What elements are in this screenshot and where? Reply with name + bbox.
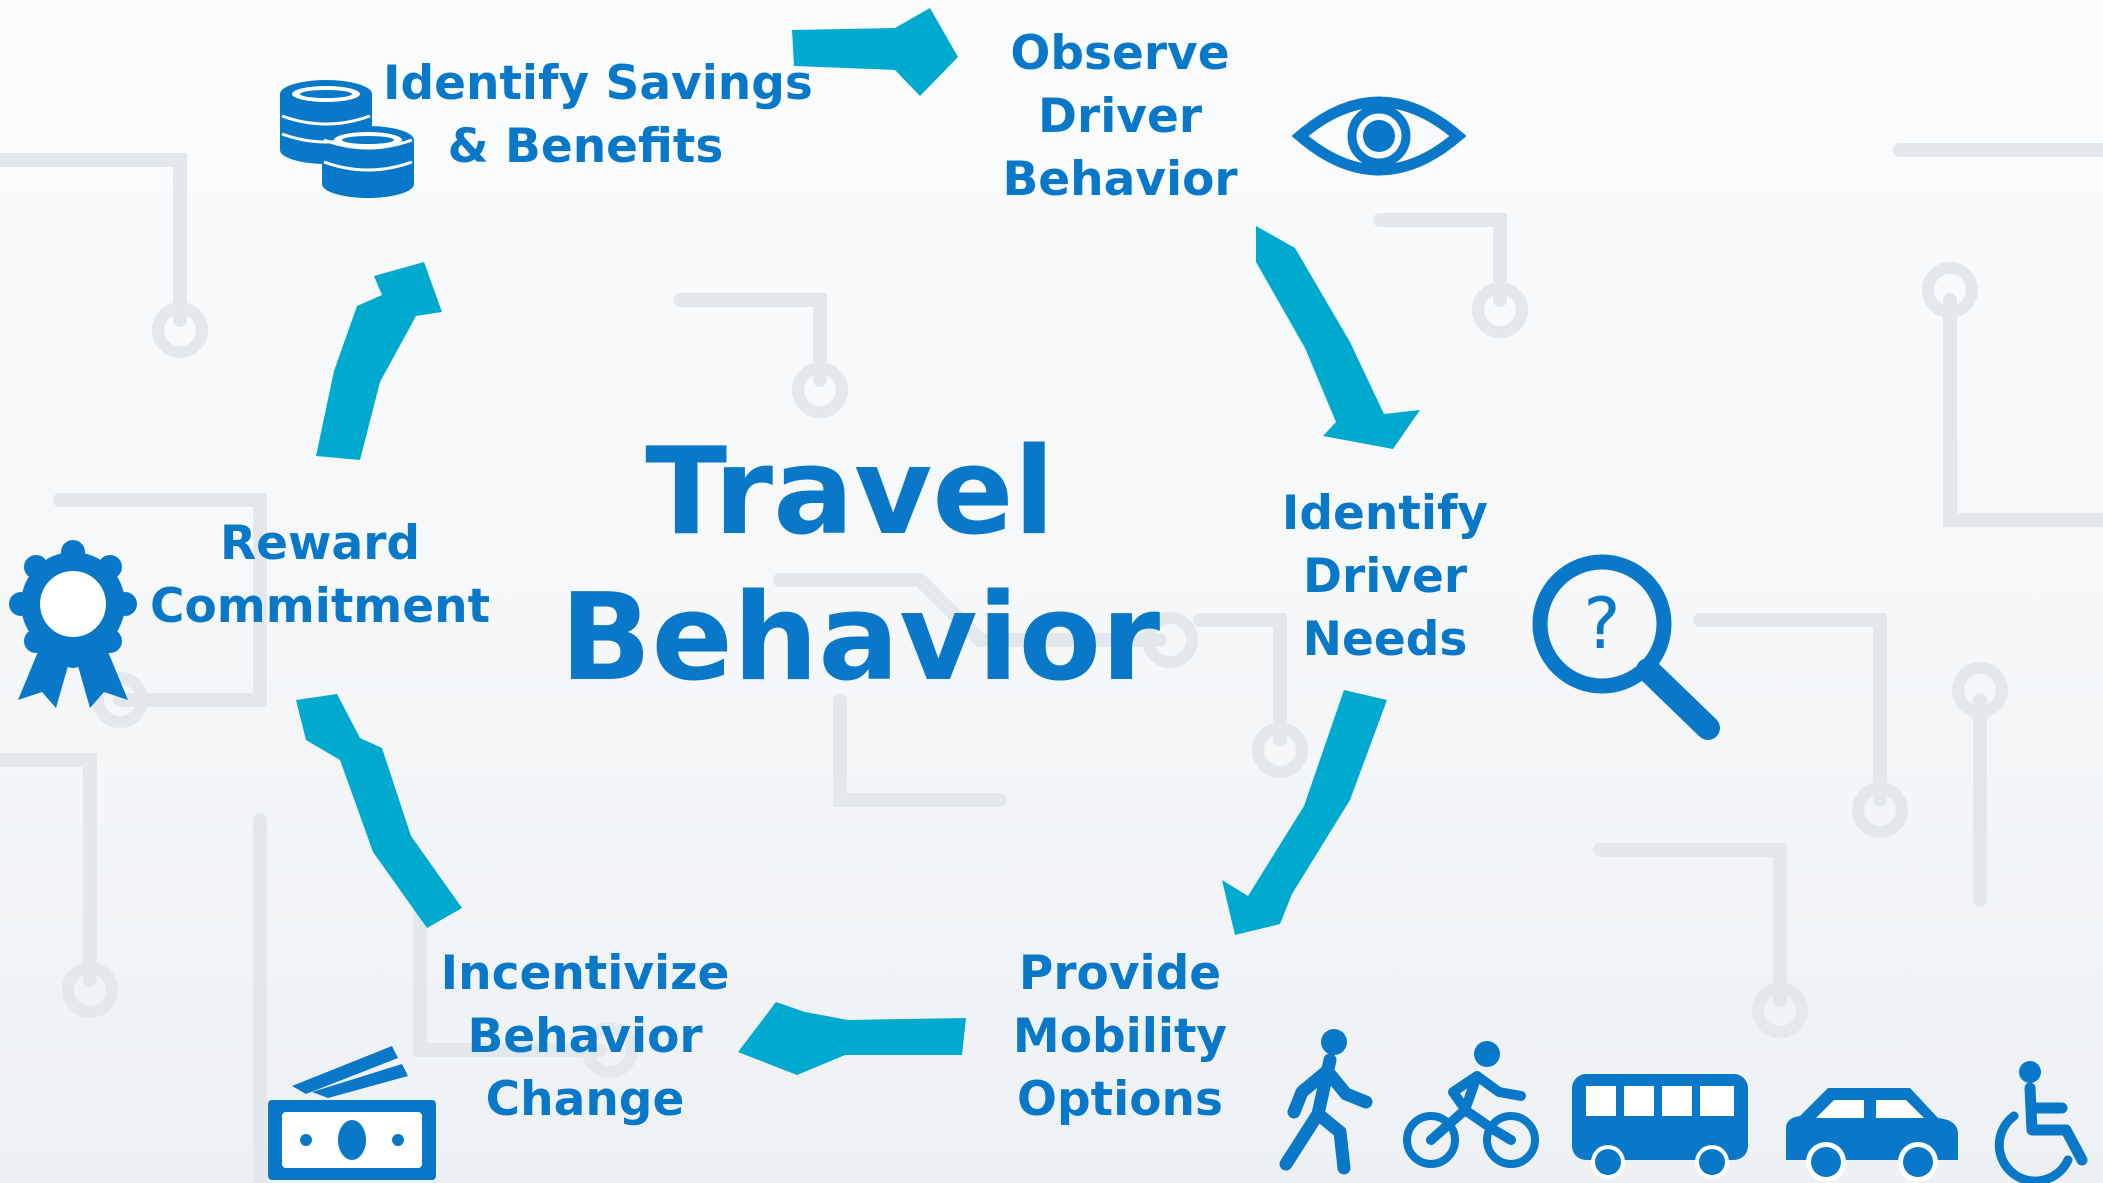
eye-icon — [1291, 96, 1467, 176]
step-observe-line-2: Driver — [1038, 89, 1202, 144]
step-reward-line-1: Reward — [219, 516, 421, 571]
step-reward-commitment: Reward Commitment — [150, 512, 490, 638]
arrow-incentive-to-reward — [296, 694, 462, 928]
step-observe-line-1: Observe — [1010, 26, 1230, 81]
step-savings-line-2: & Benefits — [447, 119, 724, 174]
center-title: Travel Behavior — [560, 420, 1161, 712]
step-mobility-line-1: Provide — [1018, 946, 1222, 1001]
bicycle-icon — [1403, 1041, 1539, 1168]
walk-icon — [1279, 1029, 1373, 1175]
step-mobility-line-2: Mobility — [1012, 1009, 1228, 1064]
step-identify-driver-needs: Identify Driver Needs — [1275, 482, 1495, 671]
step-incentive-line-3: Change — [485, 1072, 685, 1127]
money-icon — [268, 1046, 436, 1180]
arrow-needs-to-mobility — [1222, 690, 1387, 935]
step-needs-line-1: Identify — [1281, 486, 1489, 541]
step-savings-line-1: Identify Savings — [383, 56, 813, 111]
step-identify-savings: Identify Savings & Benefits — [383, 52, 813, 178]
car-icon — [1786, 1088, 1958, 1182]
step-observe-line-3: Behavior — [1002, 152, 1238, 207]
title-line-1: Travel — [645, 423, 1055, 562]
step-incentivize-behavior-change: Incentivize Behavior Change — [440, 942, 730, 1131]
step-needs-line-3: Needs — [1302, 612, 1468, 667]
arrow-savings-to-observe — [792, 8, 958, 96]
arrow-observe-to-needs — [1256, 226, 1420, 449]
step-mobility-line-3: Options — [1017, 1072, 1223, 1127]
award-ribbon-icon — [9, 540, 137, 708]
step-incentive-line-2: Behavior — [467, 1009, 703, 1064]
wheelchair-icon — [1994, 1061, 2088, 1183]
arrow-reward-to-savings — [316, 262, 442, 460]
step-needs-line-2: Driver — [1303, 549, 1467, 604]
step-provide-mobility-options: Provide Mobility Options — [1000, 942, 1240, 1131]
magnifier-question-icon: ? — [1532, 554, 1720, 740]
step-observe-driver-behavior: Observe Driver Behavior — [1000, 22, 1240, 211]
step-incentive-line-1: Incentivize — [440, 946, 730, 1001]
coins-icon — [280, 80, 414, 198]
step-reward-line-2: Commitment — [150, 579, 491, 634]
arrow-mobility-to-incentive — [738, 1002, 966, 1075]
title-line-2: Behavior — [560, 569, 1161, 708]
bus-icon — [1572, 1074, 1748, 1179]
question-mark: ? — [1583, 583, 1620, 665]
